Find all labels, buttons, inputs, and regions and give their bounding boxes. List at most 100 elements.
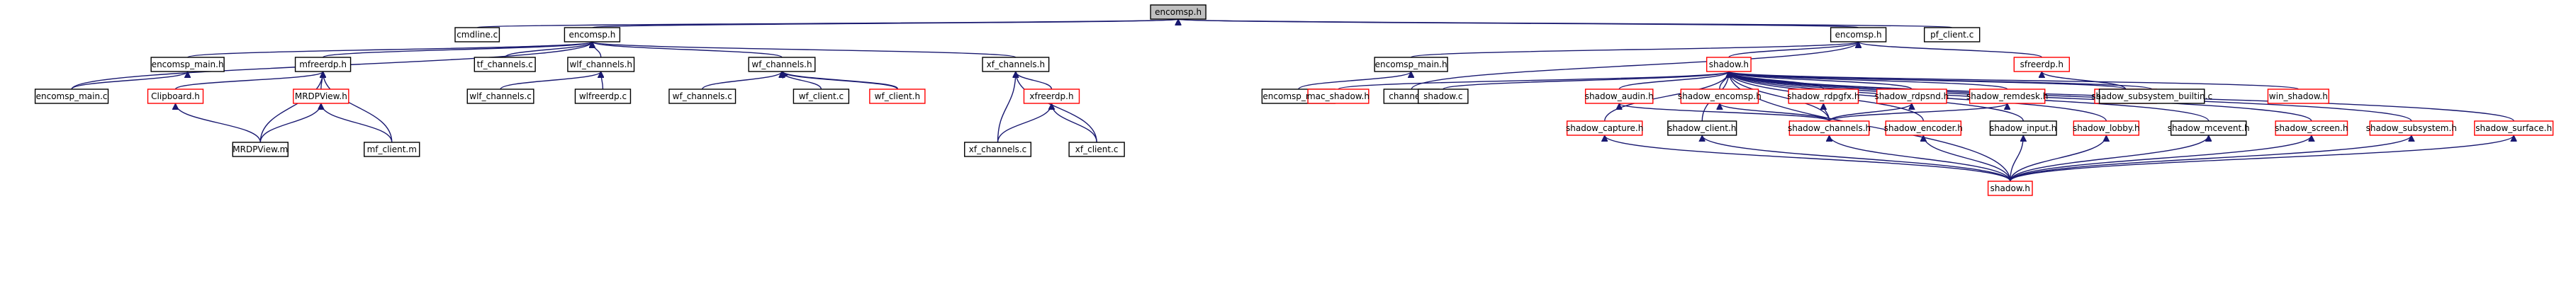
node-shadow-encoder-h[interactable]: shadow_encoder.h (1884, 120, 1963, 136)
node-shadow-mcevent-h[interactable]: shadow_mcevent.h (2168, 120, 2250, 136)
node-box[interactable] (1680, 89, 1759, 104)
node-shadow-rdpsnd-h[interactable]: shadow_rdpsnd.h (1874, 89, 1949, 104)
node-box[interactable] (1150, 4, 1206, 20)
node-box[interactable] (1374, 57, 1448, 72)
node-box[interactable] (1788, 89, 1859, 104)
node-pf-client-c[interactable]: pf_client.c (1923, 27, 1981, 42)
node-box[interactable] (964, 142, 1032, 157)
node-box[interactable] (1307, 89, 1370, 104)
node-box[interactable] (869, 89, 926, 104)
node-mrdpview-h[interactable]: MRDPView.h (293, 89, 349, 104)
node-box[interactable] (564, 27, 621, 42)
edge-sfreerdp_h-to-encomsp_h_b (1859, 41, 2042, 58)
node-encomsp-main-h-b[interactable]: encomsp_main.h (1374, 57, 1448, 72)
node-box[interactable] (1068, 142, 1125, 157)
node-wlf-channels-c[interactable]: wlf_channels.c (466, 89, 534, 104)
node-xf-channels-h[interactable]: xf_channels.h (982, 57, 1050, 72)
node-shadow-h-top[interactable]: shadow.h (1706, 57, 1752, 72)
node-box[interactable] (466, 89, 534, 104)
node-mfreerdp-h[interactable]: mfreerdp.h (294, 57, 352, 72)
node-box[interactable] (474, 57, 536, 72)
node-shadow-c[interactable]: shadow.c (1417, 89, 1469, 104)
node-box[interactable] (2369, 120, 2453, 136)
node-encomsp-h-b[interactable]: encomsp.h (1830, 27, 1887, 42)
edge-shadow_channels_h-to-shadow_encomsp_h (1720, 103, 1830, 122)
node-box[interactable] (2013, 57, 2070, 72)
node-box[interactable] (1989, 120, 2057, 136)
node-wf-client-h[interactable]: wf_client.h (869, 89, 926, 104)
node-shadow-remdesk-h[interactable]: shadow_remdesk.h (1966, 89, 2048, 104)
node-label: encomsp.h (569, 30, 615, 40)
node-box[interactable] (1923, 27, 1981, 42)
node-box[interactable] (2073, 120, 2140, 136)
edge-mac_shadow_h-to-shadow_h_top (1338, 71, 1729, 90)
node-shadow-h-bottom[interactable]: shadow.h (1987, 181, 2033, 196)
node-shadow-capture-h[interactable]: shadow_capture.h (1566, 120, 1643, 136)
node-box[interactable] (147, 89, 204, 104)
node-box[interactable] (293, 89, 349, 104)
node-wlfreerdp-c[interactable]: wlfreerdp.c (574, 89, 632, 104)
node-mrdpview-m[interactable]: MRDPView.m (232, 142, 289, 157)
node-box[interactable] (1788, 120, 1870, 136)
node-box[interactable] (150, 57, 225, 72)
node-shadow-input-h[interactable]: shadow_input.h (1989, 120, 2057, 136)
edge-shadow_channels_h-to-shadow_h_top (1729, 71, 1830, 122)
node-shadow-channels-h[interactable]: shadow_channels.h (1788, 120, 1871, 136)
node-shadow-rdpgfx-h[interactable]: shadow_rdpgfx.h (1787, 89, 1859, 104)
node-win-shadow-h[interactable]: win_shadow.h (2267, 89, 2329, 104)
node-encomsp-main-h-a[interactable]: encomsp_main.h (150, 57, 225, 72)
node-box[interactable] (1885, 120, 1962, 136)
node-wf-channels-c[interactable]: wf_channels.c (668, 89, 737, 104)
node-sfreerdp-h[interactable]: sfreerdp.h (2013, 57, 2070, 72)
node-shadow-subsystem-builtin-c[interactable]: shadow_subsystem_builtin.c (2091, 89, 2212, 104)
node-shadow-encomsp-h[interactable]: shadow_encomsp.h (1678, 89, 1762, 104)
node-tf-channels-c[interactable]: tf_channels.c (474, 57, 536, 72)
node-box[interactable] (2275, 120, 2348, 136)
node-box[interactable] (1876, 89, 1947, 104)
node-box[interactable] (232, 142, 289, 157)
node-box[interactable] (454, 27, 500, 42)
node-shadow-lobby-h[interactable]: shadow_lobby.h (2073, 120, 2140, 136)
node-box[interactable] (793, 89, 850, 104)
node-box[interactable] (1706, 57, 1752, 72)
node-box[interactable] (748, 57, 816, 72)
node-box[interactable] (1023, 89, 1080, 104)
node-shadow-screen-h[interactable]: shadow_screen.h (2275, 120, 2348, 136)
node-box[interactable] (1969, 89, 2046, 104)
node-wf-client-c[interactable]: wf_client.c (793, 89, 850, 104)
node-shadow-surface-h[interactable]: shadow_surface.h (2474, 120, 2554, 136)
node-wlf-channels-h[interactable]: wlf_channels.h (567, 57, 635, 72)
node-box[interactable] (2170, 120, 2247, 136)
node-xfreerdp-h[interactable]: xfreerdp.h (1023, 89, 1080, 104)
node-box[interactable] (2098, 89, 2205, 104)
node-box[interactable] (2474, 120, 2554, 136)
node-mac-shadow-h[interactable]: mac_shadow.h (1307, 89, 1370, 104)
node-box[interactable] (1830, 27, 1887, 42)
node-box[interactable] (567, 57, 635, 72)
node-box[interactable] (294, 57, 352, 72)
node-shadow-subsystem-h[interactable]: shadow_subsystem.h (2366, 120, 2457, 136)
node-box[interactable] (982, 57, 1050, 72)
node-xf-channels-c[interactable]: xf_channels.c (964, 142, 1032, 157)
node-shadow-client-h[interactable]: shadow_client.h (1667, 120, 1737, 136)
node-box[interactable] (574, 89, 632, 104)
node-box[interactable] (1566, 120, 1643, 136)
node-encomsp-h-a[interactable]: encomsp.h (564, 27, 621, 42)
node-encomsp-h-root[interactable]: encomsp.h (1150, 4, 1206, 20)
node-mf-client-m[interactable]: mf_client.m (364, 142, 420, 157)
node-box[interactable] (2267, 89, 2329, 104)
node-cmdline-c[interactable]: cmdline.c (454, 27, 500, 42)
node-xf-client-c[interactable]: xf_client.c (1068, 142, 1125, 157)
node-box[interactable] (364, 142, 420, 157)
node-wf-channels-h[interactable]: wf_channels.h (748, 57, 816, 72)
node-box[interactable] (34, 89, 109, 104)
node-box[interactable] (1417, 89, 1469, 104)
node-box[interactable] (1987, 181, 2033, 196)
node-box[interactable] (1584, 89, 1654, 104)
node-box[interactable] (1667, 120, 1737, 136)
node-box[interactable] (668, 89, 737, 104)
node-encomsp-main-c-a[interactable]: encomsp_main.c (34, 89, 109, 104)
node-shadow-audin-h[interactable]: shadow_audin.h (1584, 89, 1654, 104)
node-clipboard-h[interactable]: Clipboard.h (147, 89, 204, 104)
